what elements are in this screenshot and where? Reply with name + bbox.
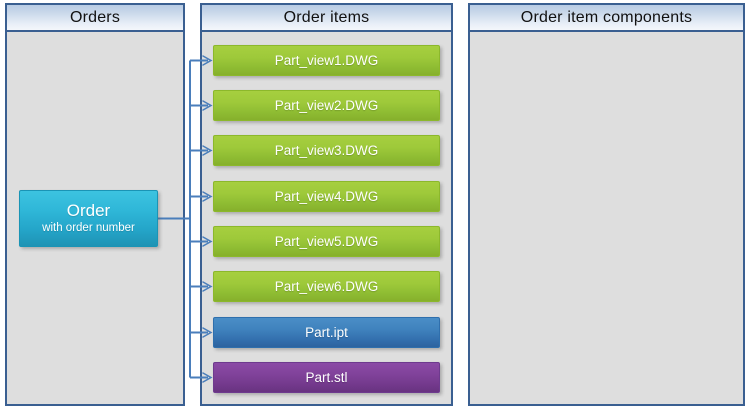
panel-order-item-components-title: Order item components [520,8,693,26]
order-item-box[interactable]: Part.ipt [213,317,440,348]
panel-order-item-components: Order item components [468,3,745,406]
panel-order-items-body [202,32,451,404]
order-item-box[interactable]: Part_view4.DWG [213,181,440,212]
order-item-label: Part_view6.DWG [274,279,379,294]
order-item-box[interactable]: Part.stl [213,362,440,393]
panel-orders-title: Orders [69,8,121,26]
order-item-label: Part.stl [305,370,348,385]
order-item-label: Part_view5.DWG [274,234,379,249]
panel-orders-header: Orders [7,5,183,32]
panel-order-items-title: Order items [283,8,370,26]
order-item-box[interactable]: Part_view3.DWG [213,135,440,166]
order-item-box[interactable]: Part_view6.DWG [213,271,440,302]
order-item-label: Part.ipt [305,325,348,340]
order-item-label: Part_view1.DWG [274,53,379,68]
order-item-box[interactable]: Part_view2.DWG [213,90,440,121]
order-node[interactable]: Order with order number [19,190,158,247]
order-item-box[interactable]: Part_view1.DWG [213,45,440,76]
order-node-subtitle: with order number [42,222,135,234]
order-item-label: Part_view2.DWG [274,98,379,113]
order-item-label: Part_view3.DWG [274,143,379,158]
order-node-title: Order [66,201,111,220]
panel-order-items-header: Order items [202,5,451,32]
order-item-box[interactable]: Part_view5.DWG [213,226,440,257]
order-item-label: Part_view4.DWG [274,189,379,204]
panel-order-item-components-header: Order item components [470,5,743,32]
panel-order-item-components-body [470,32,743,404]
